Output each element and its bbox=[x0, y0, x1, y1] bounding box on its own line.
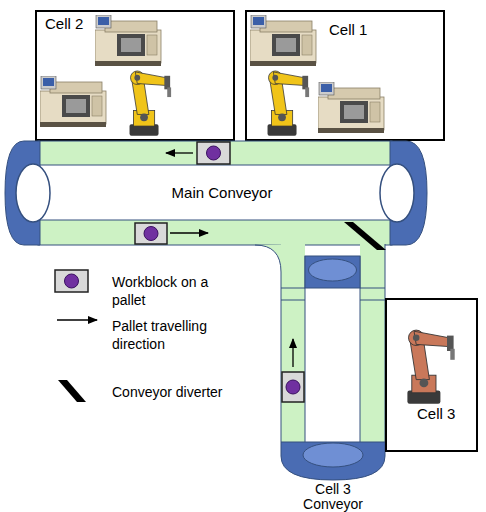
conveyor-roller bbox=[16, 164, 50, 222]
conveyor-edge bbox=[255, 245, 281, 272]
conveyor-band bbox=[38, 141, 392, 165]
cell-box: Cell 3 bbox=[385, 298, 478, 452]
conveyor-label: Cell 3 Conveyor bbox=[298, 482, 368, 512]
cell-label: Cell 1 bbox=[329, 22, 399, 38]
conveyor-band bbox=[360, 244, 385, 442]
conveyor-roller bbox=[309, 259, 357, 281]
conveyor-end bbox=[305, 256, 360, 288]
legend-label: Pallet travelling direction bbox=[112, 317, 230, 353]
conveyor-loop: Cell 3 Conveyor bbox=[280, 245, 386, 480]
conveyor-band bbox=[38, 220, 392, 245]
conveyor-loop: Main Conveyor bbox=[5, 140, 430, 246]
conveyor-edge bbox=[360, 288, 385, 289]
conveyor-roller bbox=[380, 164, 414, 222]
conveyor-band bbox=[281, 244, 305, 442]
conveyor-edge bbox=[281, 300, 305, 301]
conveyor-edge bbox=[281, 288, 305, 289]
cell-box: Cell 2 bbox=[35, 10, 235, 141]
cell-label: Cell 3 bbox=[417, 406, 475, 422]
conveyor-outline bbox=[280, 245, 386, 480]
legend-label: Conveyor diverter bbox=[112, 383, 252, 401]
legend-arrow-sample bbox=[57, 319, 97, 320]
conveyor-end bbox=[281, 442, 385, 480]
cell-label: Cell 2 bbox=[45, 16, 115, 32]
conveyor-label: Main Conveyor bbox=[147, 185, 297, 201]
conveyor-roller bbox=[303, 443, 363, 467]
legend-diverter-sample bbox=[58, 380, 86, 402]
legend-pallet-sample bbox=[55, 270, 88, 292]
cell-box: Cell 1 bbox=[245, 10, 445, 141]
conveyor-edge bbox=[360, 300, 385, 301]
conveyor-edge bbox=[281, 272, 282, 442]
legend-label: Workblock on a pallet bbox=[112, 273, 230, 309]
